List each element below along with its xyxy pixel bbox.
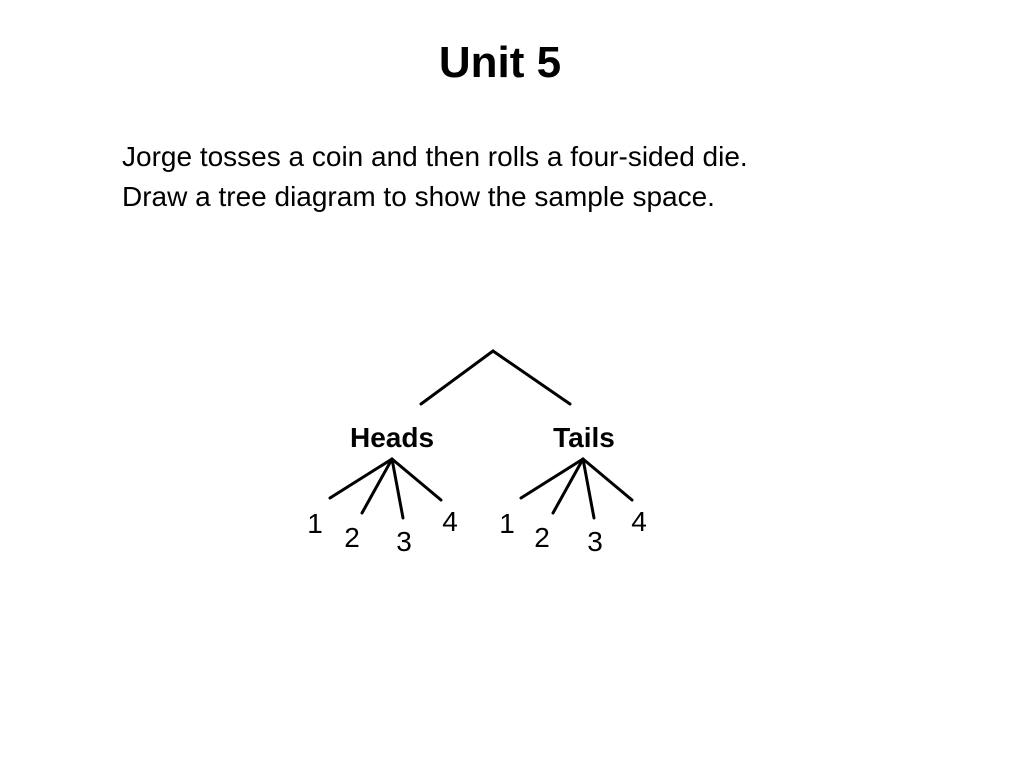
- branch-heads-1: [328, 457, 394, 500]
- branch-root-heads: [419, 349, 495, 406]
- branch-heads-2: [360, 457, 394, 515]
- node-heads: Heads: [350, 422, 434, 453]
- outcome-heads-3: 3: [396, 526, 412, 557]
- branch-root-tails: [491, 349, 572, 406]
- branch-tails-2: [551, 457, 585, 515]
- branch-tails-3: [581, 457, 596, 520]
- outcome-tails-1: 1: [499, 508, 515, 539]
- branch-tails-1: [519, 457, 585, 500]
- branch-heads-3: [390, 457, 405, 520]
- outcome-heads-2: 2: [344, 522, 360, 553]
- problem-line-2: Draw a tree diagram to show the sample s…: [122, 181, 715, 212]
- outcome-heads-1: 1: [307, 508, 323, 539]
- branch-tails-4: [581, 457, 634, 502]
- outcome-tails-3: 3: [587, 526, 603, 557]
- node-tails: Tails: [553, 422, 615, 453]
- problem-line-1: Jorge tosses a coin and then rolls a fou…: [122, 141, 748, 172]
- outcome-tails-4: 4: [631, 506, 647, 537]
- branch-heads-4: [390, 457, 443, 502]
- outcome-heads-4: 4: [442, 506, 458, 537]
- problem-statement: Jorge tosses a coin and then rolls a fou…: [122, 137, 982, 217]
- slide-title: Unit 5: [438, 38, 562, 87]
- outcome-tails-2: 2: [534, 522, 550, 553]
